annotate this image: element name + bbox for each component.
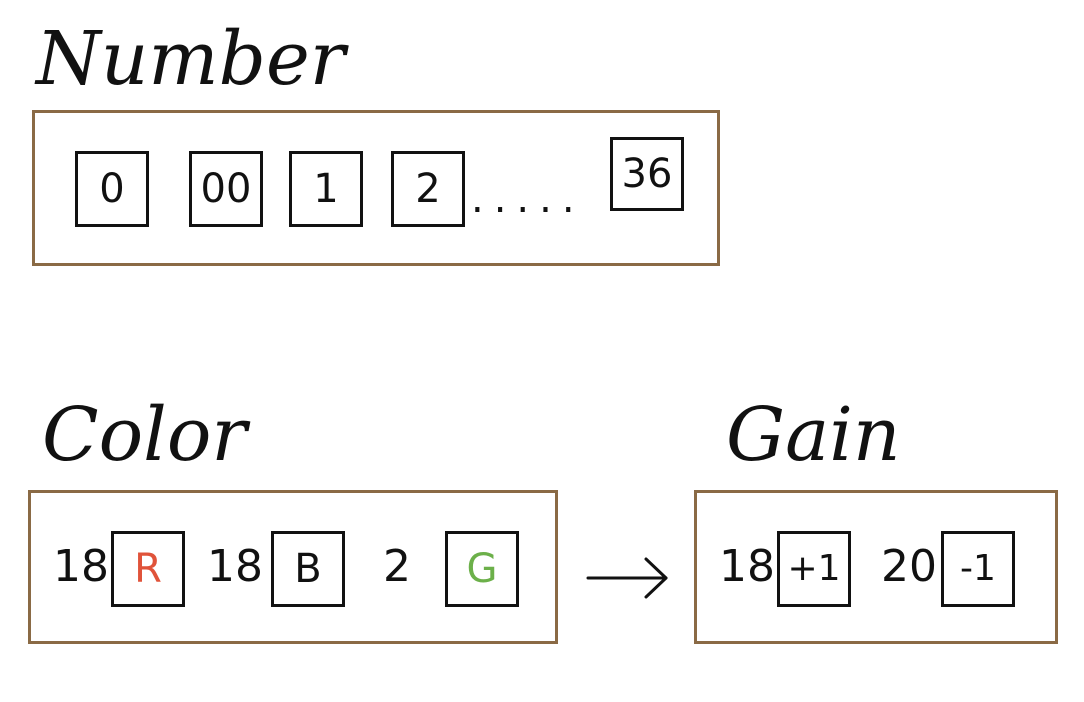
gain-box-win: +1 (777, 531, 851, 607)
gain-box-lose: -1 (941, 531, 1015, 607)
arrow-right-icon (586, 557, 668, 599)
color-label-black: B (294, 546, 322, 592)
color-count-black: 18 (207, 541, 263, 592)
gain-count-win: 18 (719, 541, 775, 592)
color-label-red: R (134, 546, 162, 592)
color-box-red: R (111, 531, 185, 607)
color-box-black: B (271, 531, 345, 607)
color-panel: 18 R 18 B 2 G (28, 490, 558, 644)
color-box-green: G (445, 531, 519, 607)
number-ellipsis: ..... (471, 176, 585, 222)
number-box-36: 36 (610, 137, 684, 211)
color-count-green: 2 (383, 541, 411, 592)
number-box-0: 0 (75, 151, 149, 227)
color-count-red: 18 (53, 541, 109, 592)
gain-title: Gain (726, 392, 901, 478)
number-box-1: 1 (289, 151, 363, 227)
number-box-2: 2 (391, 151, 465, 227)
number-box-00: 00 (189, 151, 263, 227)
number-panel: 0 00 1 2 ..... 36 (32, 110, 720, 266)
gain-panel: 18 +1 20 -1 (694, 490, 1058, 644)
color-label-green: G (466, 546, 498, 592)
number-title: Number (36, 16, 346, 102)
gain-count-lose: 20 (881, 541, 937, 592)
color-title: Color (42, 392, 247, 478)
